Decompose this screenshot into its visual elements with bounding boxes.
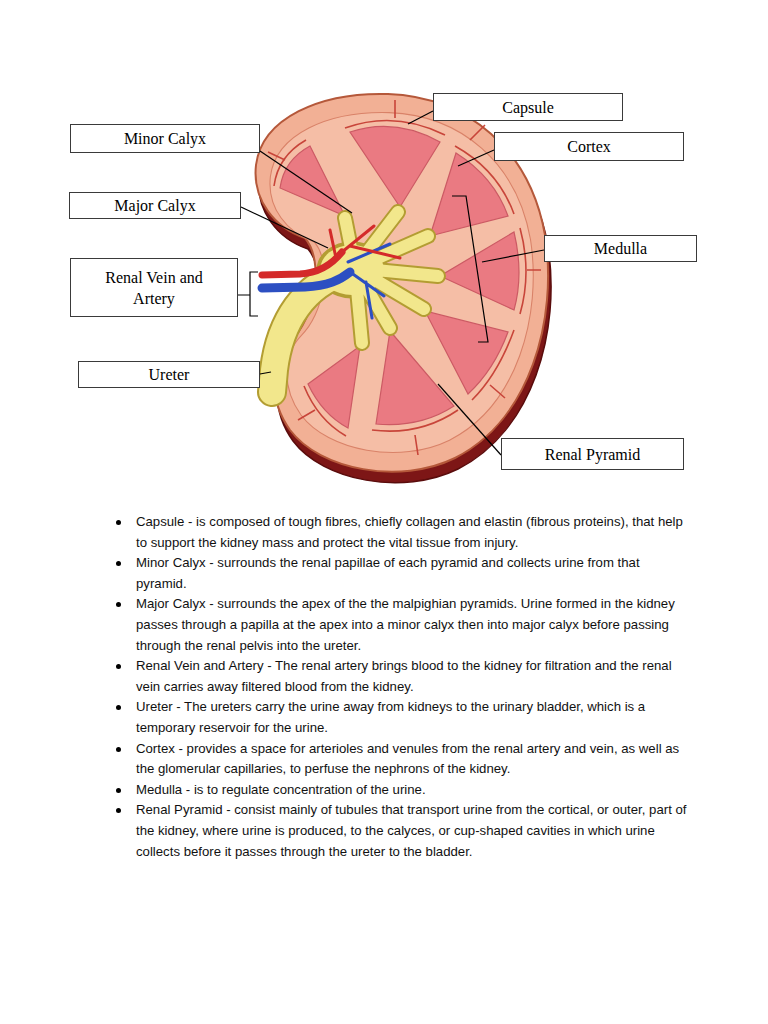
label-box: Medulla	[544, 235, 697, 262]
renal-pelvis	[345, 212, 438, 343]
description-text: Cortex - provides a space for arterioles…	[136, 741, 679, 777]
label-box: Cortex	[494, 132, 684, 161]
bullet-dot	[116, 788, 121, 793]
part-label: Medulla	[594, 238, 647, 259]
bullet-dot	[116, 561, 121, 566]
part-label: Minor Calyx	[124, 128, 206, 149]
part-label: Capsule	[502, 97, 554, 118]
bullet-item: Medulla - is to regulate concentration o…	[136, 780, 688, 801]
cortex-vessels	[520, 228, 526, 314]
bullet-item: Renal Vein and Artery - The renal artery…	[136, 656, 688, 697]
bullet-dot	[116, 808, 121, 813]
label-box: Capsule	[433, 93, 623, 121]
pelvis-outline	[272, 212, 438, 392]
leader-lines	[260, 151, 352, 213]
bullet-item: Major Calyx - surrounds the apex of the …	[136, 594, 688, 656]
bullet-item: Renal Pyramid - consist mainly of tubule…	[136, 800, 688, 862]
renal-pyramids	[350, 126, 440, 207]
part-label: Renal Pyramid	[545, 444, 641, 465]
part-label: Cortex	[567, 136, 611, 157]
part-label: Renal Vein and Artery	[93, 267, 215, 309]
renal-pyramids	[425, 311, 508, 394]
renal-vessels	[262, 226, 400, 318]
bullet-dot	[116, 705, 121, 710]
part-label: Major Calyx	[114, 195, 195, 216]
pelvis-outline	[345, 212, 438, 343]
bullet-dot	[116, 747, 121, 752]
renal-pyramids	[280, 146, 345, 216]
leader-lines	[238, 111, 544, 455]
renal-pyramids	[440, 232, 519, 310]
leader-lines	[438, 384, 501, 455]
description-list: Capsule - is composed of tough fibres, c…	[136, 512, 688, 862]
leader-lines	[260, 372, 271, 374]
label-box: Minor Calyx	[70, 124, 260, 153]
description-text: Renal Pyramid - consist mainly of tubule…	[136, 802, 686, 858]
bullet-item: Capsule - is composed of tough fibres, c…	[136, 512, 688, 553]
leader-lines	[408, 111, 433, 124]
bullet-item: Minor Calyx - surrounds the renal papill…	[136, 553, 688, 594]
renal-pyramids	[308, 346, 360, 428]
description-text: Medulla - is to regulate concentration o…	[136, 782, 426, 797]
label-box: Ureter	[78, 361, 260, 388]
leader-lines	[482, 250, 544, 262]
renal-pyramids	[430, 153, 508, 236]
renal-pyramids	[376, 331, 454, 425]
bullet-dot	[116, 602, 121, 607]
label-box: Renal Vein and Artery	[70, 258, 238, 317]
renal-pelvis	[272, 212, 438, 392]
leader-lines	[458, 150, 494, 166]
label-box: Renal Pyramid	[501, 438, 684, 470]
renal-vessels	[262, 252, 342, 275]
bullet-item: Cortex - provides a space for arterioles…	[136, 739, 688, 780]
part-label: Ureter	[149, 364, 190, 385]
leader-lines	[241, 207, 328, 248]
leader-lines	[452, 196, 488, 342]
renal-vessels	[330, 226, 400, 258]
description-text: Minor Calyx - surrounds the renal papill…	[136, 555, 640, 591]
bullet-dot	[116, 520, 121, 525]
description-text: Major Calyx - surrounds the apex of the …	[136, 596, 675, 652]
description-text: Ureter - The ureters carry the urine awa…	[136, 699, 645, 735]
bullet-dot	[116, 664, 121, 669]
leader-lines	[238, 272, 258, 316]
description-text: Capsule - is composed of tough fibres, c…	[136, 514, 683, 550]
label-box: Major Calyx	[69, 192, 241, 219]
description-text: Renal Vein and Artery - The renal artery…	[136, 658, 672, 694]
bullet-item: Ureter - The ureters carry the urine awa…	[136, 697, 688, 738]
